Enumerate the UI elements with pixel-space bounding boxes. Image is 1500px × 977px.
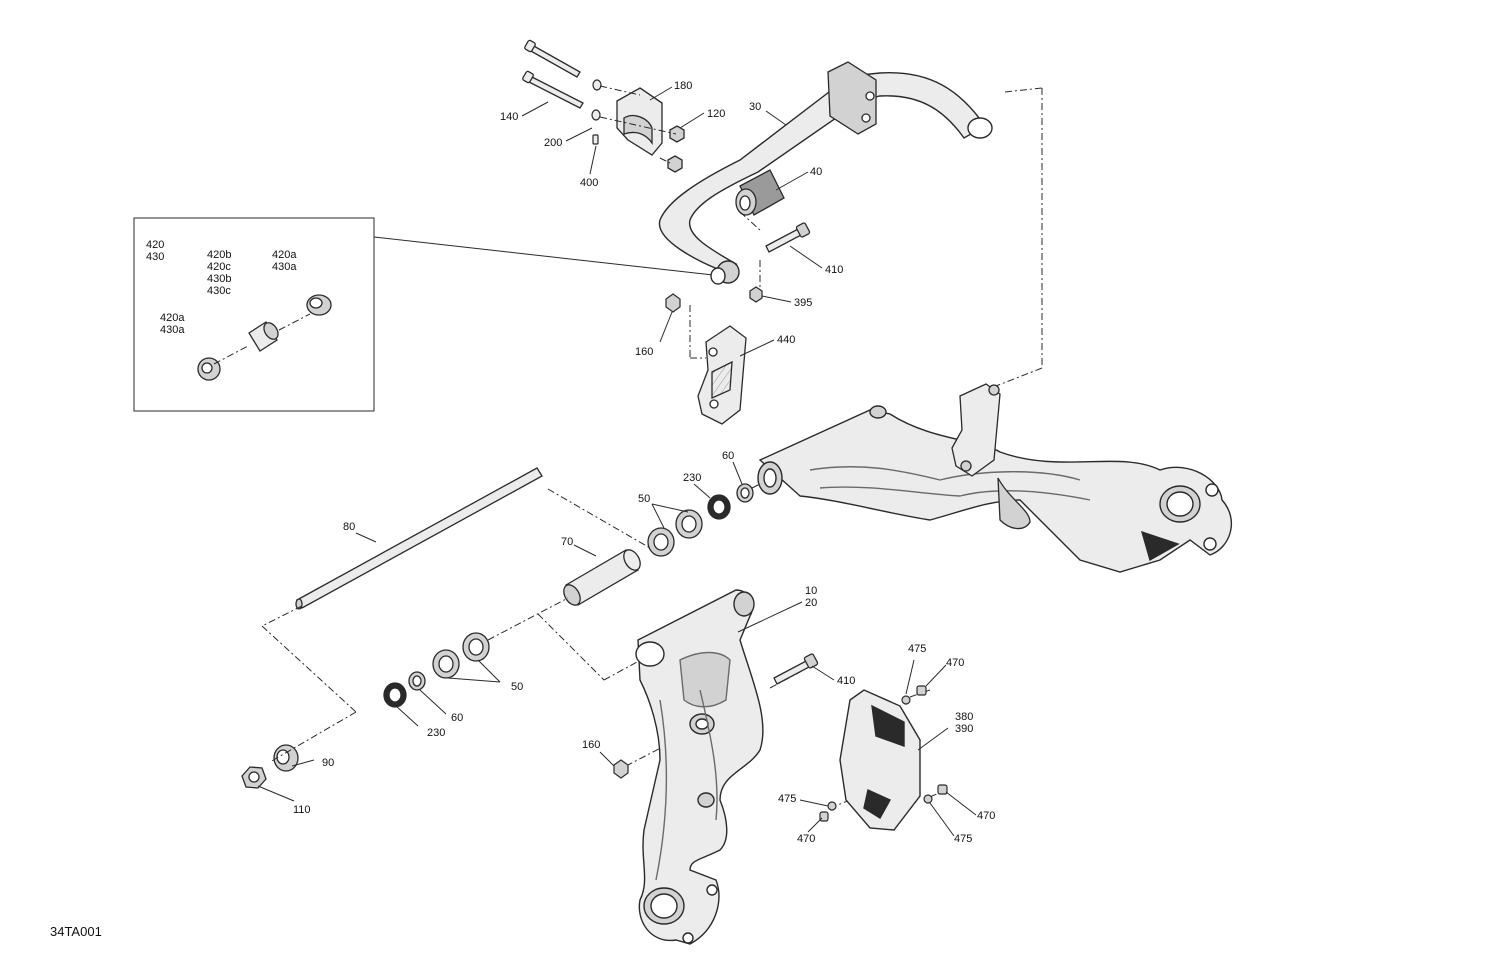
bearing-group-upper xyxy=(647,483,754,557)
fasteners-470-475 xyxy=(819,685,948,822)
callout-70: 70 xyxy=(561,536,574,548)
callout-470-a: 470 xyxy=(946,657,965,669)
inset-callout-420-430: 420 430 xyxy=(146,239,165,263)
upper-centerlines xyxy=(689,87,1043,387)
nut-160-lower xyxy=(613,759,629,779)
link-on-arm xyxy=(951,383,1031,530)
callout-230-lower: 230 xyxy=(427,727,446,739)
guard-380-390 xyxy=(839,689,921,831)
leader-lines xyxy=(257,86,977,837)
callout-10-20: 10 20 xyxy=(805,585,818,609)
clamp-centerlines xyxy=(599,85,677,164)
figure-reference-code: 34TA001 xyxy=(50,924,102,939)
callout-80: 80 xyxy=(343,521,356,533)
nut-160-upper xyxy=(665,293,681,313)
callout-60-upper: 60 xyxy=(722,450,735,462)
callout-90: 90 xyxy=(322,757,335,769)
inset-leader-line xyxy=(373,236,714,276)
inset-detail-box xyxy=(133,217,375,412)
callout-110: 110 xyxy=(293,804,311,816)
trailing-arm-lower xyxy=(635,589,764,945)
callout-470-b: 470 xyxy=(797,833,816,845)
callout-160-lower: 160 xyxy=(582,739,601,751)
inset-callout-420b-group: 420b 420c 430b 430c xyxy=(207,249,232,297)
callout-120: 120 xyxy=(707,108,726,120)
callout-475-c: 475 xyxy=(954,833,973,845)
stabilizer-bar-30 xyxy=(658,72,993,285)
inset-callout-420a-430a-top: 420a 430a xyxy=(272,249,297,273)
callout-200: 200 xyxy=(544,137,563,149)
callout-50-lower: 50 xyxy=(511,681,524,693)
bar-mount-block xyxy=(827,61,877,135)
inset-centerline xyxy=(213,313,311,365)
link-440 xyxy=(697,325,747,425)
callout-140: 140 xyxy=(500,111,519,123)
nut-395 xyxy=(749,286,763,303)
nut-120 xyxy=(667,125,685,173)
sleeve-70 xyxy=(563,549,641,606)
callout-160-upper: 160 xyxy=(635,346,654,358)
pin-400 xyxy=(592,134,599,145)
spacer-90 xyxy=(273,744,299,772)
callout-395: 395 xyxy=(794,297,813,309)
callout-230-upper: 230 xyxy=(683,472,702,484)
bolt-410-lower xyxy=(773,653,819,685)
trailing-arm-upper xyxy=(757,405,1233,573)
inset-sleeve xyxy=(248,321,279,352)
callout-475-b: 475 xyxy=(778,793,797,805)
callout-60-lower: 60 xyxy=(451,712,464,724)
shaft-80 xyxy=(295,467,543,610)
callout-400: 400 xyxy=(580,177,599,189)
callout-475-a: 475 xyxy=(908,643,927,655)
nut-110 xyxy=(241,766,267,789)
bushing-40 xyxy=(735,169,785,216)
callout-410-upper: 410 xyxy=(825,264,844,276)
callout-470-c: 470 xyxy=(977,810,996,822)
clamp-180 xyxy=(616,87,663,156)
callout-40: 40 xyxy=(810,166,823,178)
callout-30: 30 xyxy=(749,101,762,113)
bolt-140-upper xyxy=(524,39,581,78)
callout-410-lower: 410 xyxy=(837,675,856,687)
callout-50-upper: 50 xyxy=(638,493,651,505)
inset-callout-420a-430a-bottom: 420a 430a xyxy=(160,312,185,336)
callout-440: 440 xyxy=(777,334,796,346)
bearing-group-lower xyxy=(383,632,490,708)
callout-380-390: 380 390 xyxy=(955,711,974,735)
callout-180: 180 xyxy=(674,80,693,92)
inset-bushing-top xyxy=(306,294,332,316)
bolt-410-upper xyxy=(765,222,811,253)
washer-upper xyxy=(591,79,602,121)
bolt-140-lower xyxy=(522,70,584,109)
inset-bushing-bottom xyxy=(197,357,221,381)
